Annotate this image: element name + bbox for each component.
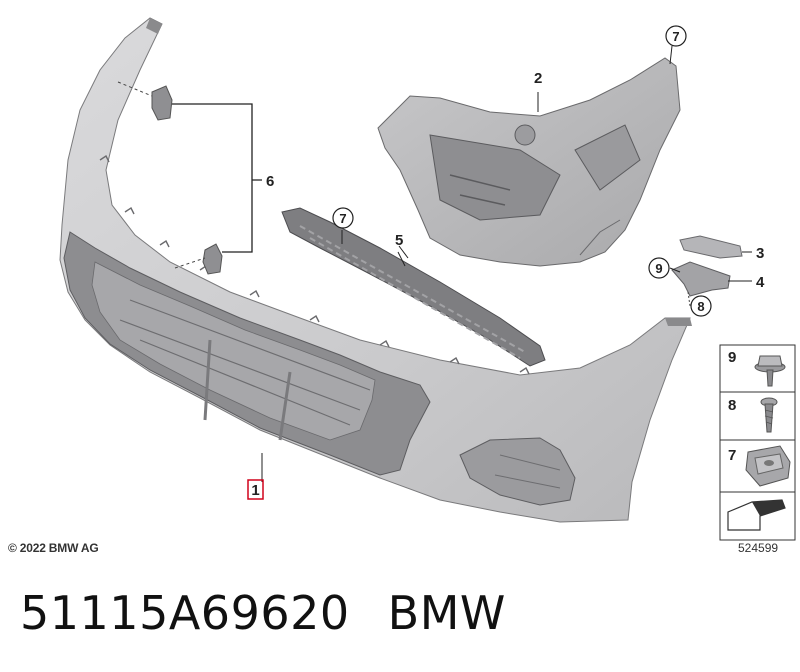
callout-2: 2 bbox=[534, 70, 542, 87]
legend-label-8: 8 bbox=[728, 397, 736, 414]
carrier-strip bbox=[281, 207, 546, 367]
bracket-clips bbox=[117, 81, 262, 275]
callout-8-circle: 8 bbox=[690, 295, 712, 317]
part-number: 51115A69620 bbox=[20, 586, 350, 640]
svg-text:1: 1 bbox=[251, 482, 259, 499]
callout-4: 4 bbox=[756, 274, 765, 291]
callout-1: 1 bbox=[247, 479, 264, 500]
svg-text:7: 7 bbox=[672, 29, 679, 44]
callout-9-circle: 9 bbox=[648, 257, 670, 279]
screw-icon bbox=[760, 397, 778, 433]
copyright-notice: © 2022 BMW AG bbox=[8, 541, 99, 555]
callout-6: 6 bbox=[266, 173, 274, 190]
small-brackets bbox=[669, 235, 752, 317]
legend-label-9: 9 bbox=[728, 349, 736, 366]
fastener-legend: 9 8 7 bbox=[719, 344, 796, 541]
upper-bracket bbox=[377, 45, 681, 267]
diagram-image-number: 524599 bbox=[738, 541, 779, 555]
svg-text:9: 9 bbox=[655, 261, 662, 276]
part-caption: 51115A69620 BMW bbox=[20, 586, 506, 640]
callout-7-circle-upper: 7 bbox=[665, 25, 687, 47]
svg-text:7: 7 bbox=[339, 211, 346, 226]
svg-text:8: 8 bbox=[697, 299, 704, 314]
exploded-parts-diagram: 1 2 3 4 5 6 7 7 9 8 9 8 bbox=[59, 17, 796, 541]
brand-name: BMW bbox=[387, 586, 506, 640]
callout-3: 3 bbox=[756, 245, 764, 262]
screw-with-washer-icon bbox=[754, 355, 786, 387]
legend-label-7: 7 bbox=[728, 447, 736, 464]
callout-7-circle-center: 7 bbox=[332, 207, 354, 229]
callout-5: 5 bbox=[395, 232, 403, 249]
reference-arrow-icon bbox=[727, 499, 786, 531]
bumper-panel bbox=[59, 17, 692, 523]
clip-nut-icon bbox=[745, 445, 791, 487]
